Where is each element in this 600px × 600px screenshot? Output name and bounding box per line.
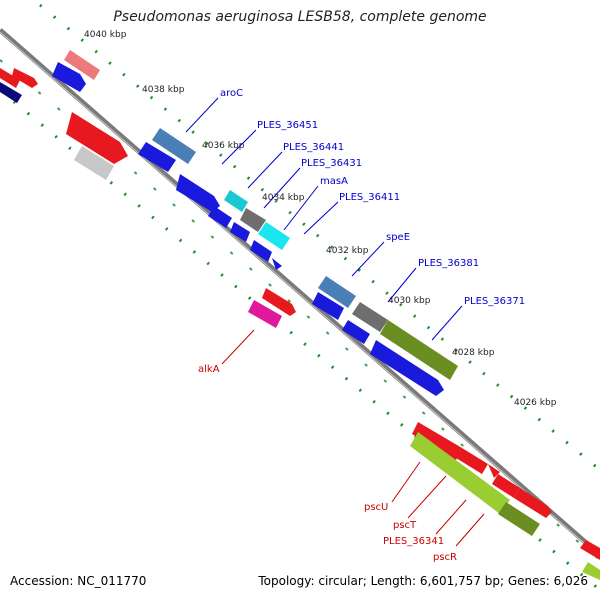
scale-label: 4030 kbp [388, 296, 431, 306]
gene-feature[interactable] [74, 146, 114, 180]
genome-backbone [0, 28, 600, 557]
scale-label: 4026 kbp [514, 398, 557, 408]
gene-label-ples-36451[interactable]: PLES_36451 [257, 120, 318, 131]
gene-feature[interactable] [582, 562, 600, 580]
gene-feature[interactable] [492, 474, 520, 498]
gene-feature[interactable] [152, 128, 196, 164]
gene-feature[interactable] [208, 206, 232, 228]
gene-feature[interactable] [262, 288, 296, 316]
genome-summary-text: Topology: circular; Length: 6,601,757 bp… [258, 574, 588, 588]
gene-feature[interactable] [176, 174, 220, 212]
forward-label-leaders [185, 97, 463, 341]
gene-feature[interactable] [66, 112, 128, 164]
gene-label-ples-36411[interactable]: PLES_36411 [339, 192, 400, 203]
gene-label-ples-36341[interactable]: PLES_36341 [383, 536, 444, 547]
gene-label-pscu[interactable]: pscU [364, 502, 388, 513]
scale-label: 4032 kbp [326, 246, 369, 256]
scale-label: 4038 kbp [142, 85, 185, 95]
gene-feature[interactable] [488, 464, 500, 478]
gene-feature[interactable] [312, 292, 344, 320]
gene-label-ples-36371[interactable]: PLES_36371 [464, 296, 525, 307]
gene-feature[interactable] [370, 340, 444, 396]
gene-feature[interactable] [580, 540, 600, 560]
gene-feature[interactable] [0, 82, 22, 103]
gene-feature[interactable] [498, 502, 540, 536]
gene-label-pscr[interactable]: pscR [433, 552, 457, 563]
gene-feature[interactable] [412, 422, 462, 460]
gene-label-alka[interactable]: alkA [198, 364, 220, 375]
gene-feature[interactable] [514, 488, 552, 518]
gene-feature[interactable] [380, 320, 458, 380]
gene-label-psct[interactable]: pscT [393, 520, 417, 531]
gene-feature[interactable] [12, 68, 38, 88]
gene-feature[interactable] [224, 190, 248, 212]
gene-feature[interactable] [258, 222, 290, 250]
gene-label-spee[interactable]: speE [386, 232, 410, 243]
scale-labels: 4040 kbp 4038 kbp 4036 kbp 4034 kbp 4032… [84, 30, 557, 408]
map-title: Pseudomonas aeruginosa LESB58, complete … [113, 9, 487, 25]
scale-label: 4034 kbp [262, 193, 305, 203]
gene-label-ples-36381[interactable]: PLES_36381 [418, 258, 479, 269]
gene-label-masa[interactable]: masA [320, 176, 348, 187]
gene-feature[interactable] [0, 68, 20, 88]
gene-feature[interactable] [352, 302, 388, 332]
gene-feature[interactable] [456, 448, 488, 474]
gene-label-ples-36441[interactable]: PLES_36441 [283, 142, 344, 153]
gene-label-aroc[interactable]: aroC [220, 88, 243, 99]
gene-features [0, 50, 600, 580]
gene-feature[interactable] [318, 276, 356, 308]
scale-label: 4040 kbp [84, 30, 127, 40]
reverse-gene-labels: alkA pscU pscT PLES_36341 pscR [198, 364, 457, 563]
gene-feature[interactable] [52, 62, 86, 92]
scale-label: 4036 kbp [202, 141, 245, 151]
forward-gene-labels: aroC PLES_36451 PLES_36441 PLES_36431 ma… [220, 88, 525, 307]
gene-feature[interactable] [342, 320, 370, 344]
gene-feature[interactable] [138, 142, 176, 172]
reverse-label-leaders [221, 329, 485, 547]
gene-feature[interactable] [64, 50, 100, 80]
gene-feature[interactable] [230, 222, 250, 242]
gene-feature[interactable] [248, 300, 282, 328]
accession-text: Accession: NC_011770 [10, 574, 147, 588]
gene-label-ples-36431[interactable]: PLES_36431 [301, 158, 362, 169]
scale-label: 4028 kbp [452, 348, 495, 358]
gene-feature[interactable] [240, 208, 266, 232]
gene-feature[interactable] [272, 258, 282, 270]
gene-feature[interactable] [250, 240, 272, 262]
gene-feature[interactable] [410, 432, 510, 514]
